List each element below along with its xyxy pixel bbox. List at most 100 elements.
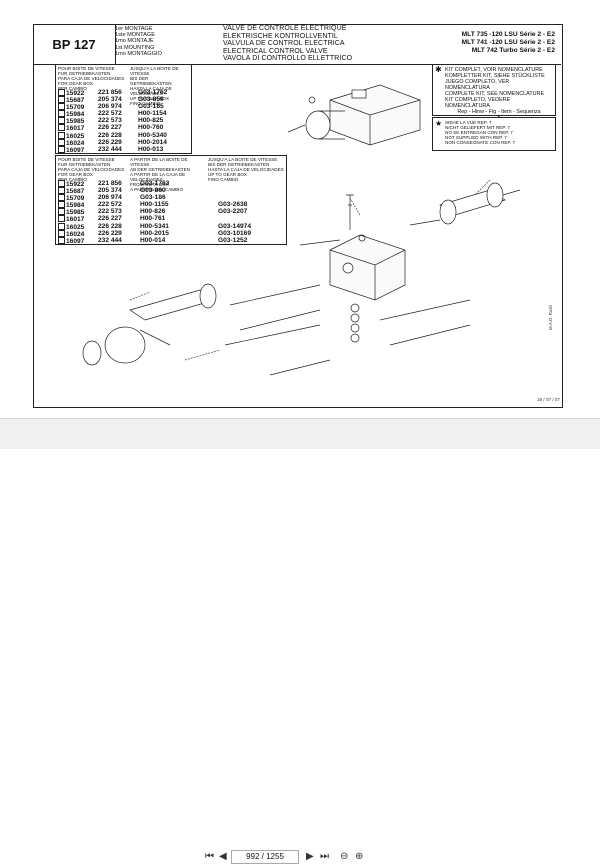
code-type: 16017: [66, 125, 85, 133]
code-ref-2: G03-2207: [218, 208, 248, 216]
checkbox-icon: [58, 222, 65, 230]
prev-page-icon[interactable]: ◀: [219, 851, 227, 862]
zoom-in-icon[interactable]: ⊕: [355, 851, 364, 862]
code-ref: G03-859: [138, 96, 164, 104]
kit-line: KIT COMPLETO, VEDERE NOMENCLATURA: [445, 97, 511, 109]
note-line: SIEHE LA VUE REP. 7: [445, 120, 492, 125]
code-serial: 232 444: [98, 145, 122, 153]
code-ref-2: G03-2638: [218, 201, 248, 209]
code-type: 15922: [66, 90, 85, 97]
label-line: FROM GEAR BOX: [130, 182, 169, 187]
label-line: A PARTIR DE LA CAJA DE VELOCIDADES: [130, 172, 186, 182]
o-rings: [350, 303, 360, 343]
code-ref: H00-760: [138, 124, 164, 132]
code-ref: H00-2014: [138, 138, 167, 146]
model-list: MLT 735 -120 LSU Série 2 - E2 MLT 741 -1…: [462, 31, 555, 56]
code-type: 16024: [66, 139, 85, 147]
box1-left-label: POUR BOITE DE VITESSE FUR GETRIEBEKASTEN…: [58, 66, 126, 91]
checkbox-icon: [58, 215, 65, 223]
kit-line: JUEGO COMPLETO, VER NOMENCLATURA: [445, 79, 510, 91]
checkbox-icon: [58, 138, 65, 146]
first-page-icon[interactable]: ⏮: [205, 851, 214, 862]
kit-box: ✱ KIT COMPLET, VOIR NOMENCLATURE KOMPLET…: [432, 64, 556, 121]
checkbox-icon: [58, 236, 65, 244]
code-type: 16017: [66, 216, 85, 224]
code-serial: 232 444: [98, 236, 122, 244]
kit-line: KIT COMPLET, VOIR NOMENCLATURE: [445, 67, 543, 73]
code-type: 15687: [66, 97, 85, 105]
box2-left-label: POUR BOITE DE VITESSE FUR GETRIEBEKASTEN…: [58, 157, 128, 182]
checkbox-icon: [58, 201, 65, 209]
valve-block-top: [287, 84, 421, 146]
bp-number: BP 127: [33, 24, 116, 64]
label-line: AB DER GETRIEBEKASTEN: [130, 167, 190, 172]
note-line: NON CONSEGNATE CON REP. 7: [445, 140, 516, 145]
parts-illustration: [82, 84, 521, 376]
star-icon: ★: [435, 119, 443, 128]
checkbox-icon: [58, 131, 65, 139]
page-indicator[interactable]: 992 / 1255: [231, 850, 299, 864]
label-line: A PARTIRE DEL CAMBIO: [130, 187, 184, 192]
code-serial: 221 856: [98, 180, 122, 187]
last-page-icon[interactable]: ⏭: [320, 851, 329, 862]
left-cylinder: [82, 283, 217, 366]
code-serial: 226 227: [98, 124, 122, 132]
code-ref: H00-5340: [138, 131, 167, 139]
code-serial: 222 573: [98, 117, 122, 125]
page-titles: VALVE DE CONTROLE ELECTRIQUE ELEKTRISCHE…: [223, 25, 413, 63]
page-frame: [33, 24, 563, 408]
title-line: VALVE DE CONTROLE ELECTRIQUE: [223, 25, 347, 32]
label-line: HASTA LA CAJA DE VELOCIDADES: [208, 167, 284, 172]
code-ref: H00-825: [138, 117, 164, 125]
right-cylinder: [439, 182, 521, 225]
springs-and-stems: [224, 219, 471, 376]
code-serial: 206 974: [98, 103, 122, 111]
code-ref: H00-1154: [138, 110, 167, 118]
model-line: MLT 741 -120 LSU Série 2 - E2: [461, 39, 555, 47]
code-ref-2: G03-10169: [218, 229, 251, 237]
checkbox-icon: [58, 145, 65, 153]
title-line: ELEKTRISCHE KONTROLLVENTIL: [223, 32, 338, 40]
checkbox-icon: [58, 180, 65, 187]
code-type: 15922: [66, 181, 85, 188]
code-ref: G03-860: [140, 187, 166, 195]
label-line: FOR GEAR BOX: [58, 172, 93, 177]
label-line: FUR GETRIEBEKASTEN: [58, 71, 111, 76]
label-line: UP TO GEAR BOX: [208, 172, 248, 177]
code-ref: G03-185: [138, 103, 164, 111]
code-row: 16017 226 227 H00-760: [58, 124, 190, 133]
code-type: 16097: [66, 146, 85, 154]
code-ref: H00-5341: [140, 222, 169, 230]
code-serial: 226 227: [98, 215, 122, 223]
code-type: 15984: [66, 202, 85, 210]
title-line: VALVULA DE CONTROL ELECTRICA: [223, 40, 345, 48]
next-page-icon[interactable]: ▶: [306, 851, 314, 862]
code-type: 16025: [66, 223, 85, 231]
label-line: PARA CAJA DE VELOCIDADES: [58, 167, 125, 172]
checkbox-icon: [58, 103, 65, 111]
montage-line: 1mo MONTAGGIO: [115, 50, 162, 57]
label-line: JUSQU'A LA BOITE DE VITESSE: [130, 66, 179, 76]
label-line: BIS DER GETRIEBEKASTEN: [130, 76, 172, 86]
code-ref: G03-1762: [138, 89, 168, 96]
code-ref-2: G03-14974: [218, 222, 251, 230]
label-line: UP TO GEAR BOX: [130, 96, 170, 101]
label-line: FUR GETRIEBEKASTEN: [58, 162, 111, 167]
box2-right-label: JUSQU'A LA BOITE DE VITESSE BIS DER GETR…: [208, 157, 284, 182]
checkbox-icon: [58, 96, 65, 104]
zoom-out-icon[interactable]: ⊖: [340, 851, 349, 862]
checkbox-icon: [58, 208, 65, 216]
